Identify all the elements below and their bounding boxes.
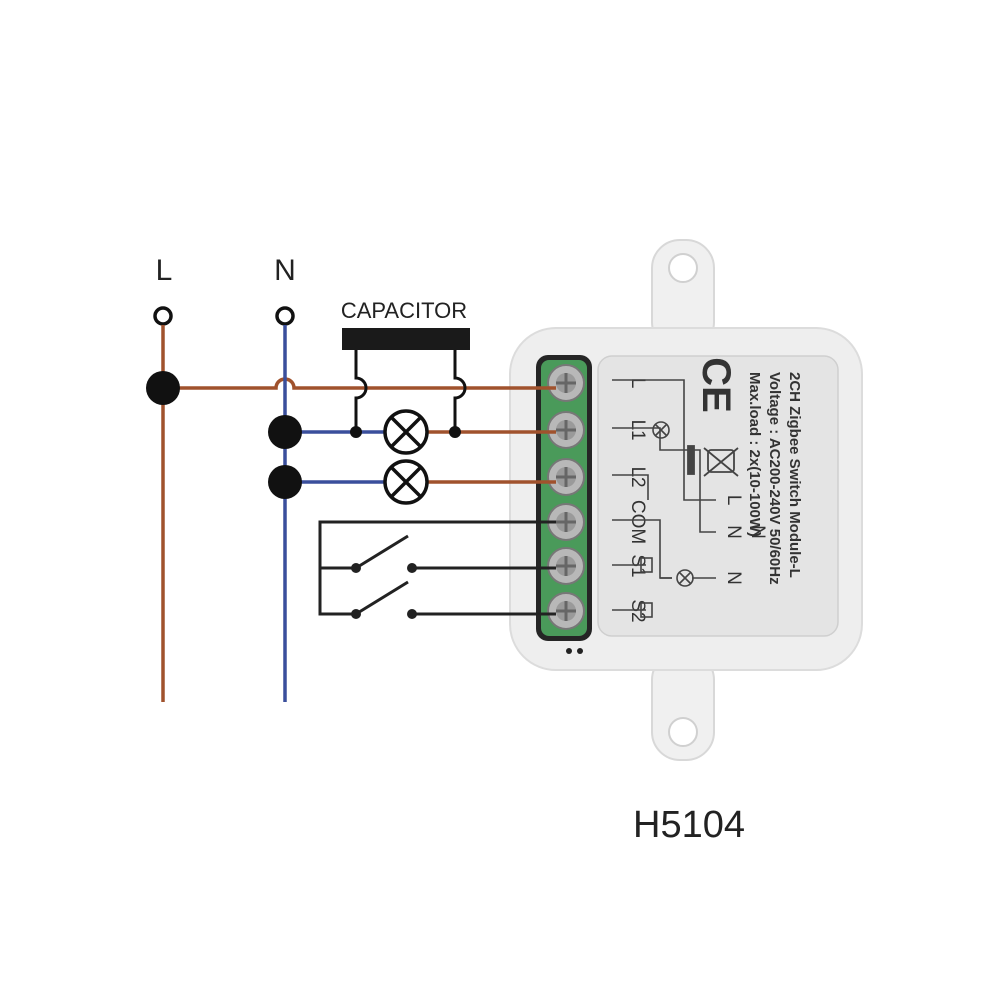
- indicator-dot: [566, 648, 572, 654]
- capacitor-lead-right: [453, 350, 467, 432]
- screw-terminal-L: [547, 364, 585, 402]
- terminal-label-L2: L2: [627, 466, 648, 487]
- capacitor-body: [342, 328, 470, 350]
- screw-terminal-L1: [547, 411, 585, 449]
- schematic-label-N: N: [723, 525, 744, 539]
- lamp-2-icon: [383, 459, 429, 505]
- device-voltage: Voltage : AC200-240V 50/60Hz: [766, 372, 783, 585]
- schematic-label-N: N: [747, 525, 768, 539]
- switch1-lever: [355, 534, 409, 570]
- mounting-hole-bottom: [668, 717, 698, 747]
- neutral-wires: [283, 325, 384, 702]
- junction-dot: [268, 465, 302, 499]
- model-name: H5104: [633, 804, 745, 846]
- capacitor-lead-left: [354, 350, 368, 432]
- indicator-dot: [577, 648, 583, 654]
- mounting-hole-top: [668, 253, 698, 283]
- lamp-1-icon: [383, 409, 429, 455]
- junction-dot: [268, 415, 302, 449]
- svg-text:CE: CE: [694, 357, 738, 413]
- internal-schematic: [612, 379, 716, 618]
- switch-wires: [318, 520, 556, 616]
- screw-terminal-L2: [547, 458, 585, 496]
- device-max-load: Max.load : 2x(10-100W): [746, 372, 763, 537]
- switch2-lever: [355, 580, 409, 616]
- line-terminal-icon: [153, 306, 173, 326]
- screw-terminal-COM: [547, 503, 585, 541]
- schematic-label-L: L: [723, 495, 744, 506]
- terminal-label-COM: COM: [627, 500, 648, 544]
- ce-mark-icon: CE: [694, 357, 738, 413]
- live-to-L-wire: [163, 377, 556, 390]
- terminal-label-L: L: [627, 378, 648, 389]
- schematic-label-N: N: [723, 571, 744, 585]
- device-title: 2CH Zigbee Switch Module-L: [786, 372, 803, 578]
- junction-dot: [146, 371, 180, 405]
- neutral-terminal-label: N: [274, 254, 296, 287]
- weee-bin-icon: [687, 445, 739, 477]
- neutral-terminal-icon: [275, 306, 295, 326]
- line-terminal-label: L: [156, 254, 173, 287]
- terminal-label-L1: L1: [627, 419, 648, 440]
- screw-terminal-S1: [547, 547, 585, 585]
- capacitor-label: CAPACITOR: [341, 298, 467, 323]
- capacitor: [342, 328, 470, 438]
- switch-contacts: [351, 563, 417, 619]
- screw-terminal-S2: [547, 592, 585, 630]
- live-wires: [161, 325, 556, 702]
- device-module: L L1 L2 COM S1 S2 L N N N CE: [509, 239, 863, 761]
